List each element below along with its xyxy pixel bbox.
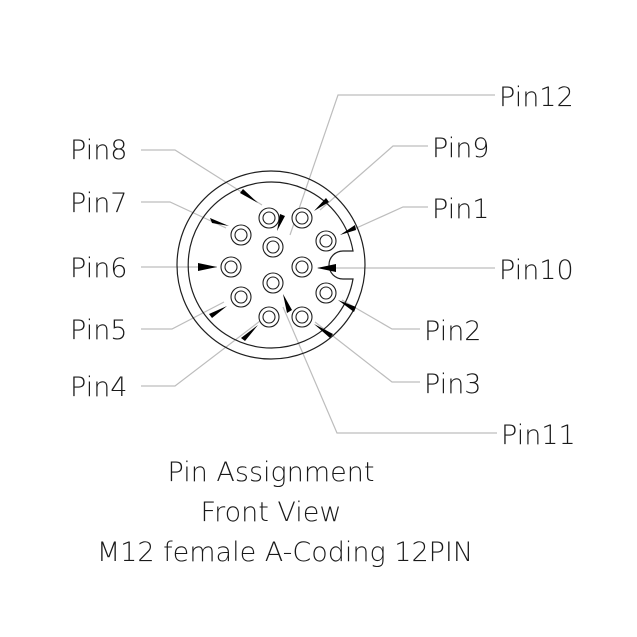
- label-pin10: Pin10: [499, 255, 574, 286]
- contact-pin9: [291, 207, 313, 229]
- pin-labels: Pin12 Pin9 Pin8 Pin1 Pin7 Pin6 Pin10 Pin…: [70, 82, 576, 451]
- leader-pin4: [141, 320, 261, 387]
- contact-pin10: [291, 256, 313, 278]
- leader-pin11: [282, 306, 497, 434]
- leader-pin7: [141, 201, 227, 229]
- diagram-caption: Pin Assignment Front View M12 female A-C…: [97, 457, 473, 568]
- label-pin4: Pin4: [70, 372, 127, 403]
- label-pin9: Pin9: [432, 133, 489, 164]
- leader-pin2: [341, 299, 420, 330]
- label-pin8: Pin8: [70, 135, 127, 166]
- contact-pin5: [230, 286, 252, 308]
- label-pin5: Pin5: [70, 315, 127, 346]
- pointer-arrows: [198, 189, 356, 341]
- caption-title: Pin Assignment: [168, 457, 375, 488]
- arrow-pin3: [314, 324, 333, 338]
- arrow-pin8: [240, 189, 258, 203]
- leader-lines: [141, 94, 497, 434]
- arrow-pin10: [317, 264, 336, 272]
- leader-pin1: [351, 206, 428, 231]
- caption-view: Front View: [201, 497, 342, 528]
- leader-pin9: [319, 145, 428, 211]
- arrow-pin11: [283, 294, 292, 313]
- label-pin2: Pin2: [424, 316, 481, 347]
- pin-contacts: [220, 207, 337, 328]
- leader-pin3: [314, 321, 420, 383]
- inner-insert-with-coding-key: [187, 181, 354, 349]
- contact-pin2: [315, 282, 337, 304]
- contact-pin3: [291, 306, 313, 328]
- label-pin1: Pin1: [432, 194, 489, 225]
- arrow-pin4: [241, 325, 258, 341]
- caption-connector-type: M12 female A-Coding 12PIN: [97, 537, 473, 568]
- arrow-pin5: [209, 306, 227, 318]
- arrow-pin9: [314, 198, 329, 211]
- contact-pin7: [230, 224, 252, 246]
- label-pin11: Pin11: [501, 420, 576, 451]
- arrow-pin6: [198, 263, 217, 271]
- contact-pin12: [262, 236, 284, 258]
- leader-pin8: [141, 149, 263, 206]
- arrow-pin12: [277, 214, 285, 231]
- contact-pin6: [220, 256, 242, 278]
- contact-pin1: [315, 230, 337, 252]
- arrow-pin2: [338, 300, 356, 312]
- leader-pin5: [141, 301, 225, 330]
- label-pin7: Pin7: [70, 188, 127, 219]
- contact-pin8: [258, 207, 280, 229]
- contact-pin11: [262, 272, 284, 294]
- outer-housing: [176, 170, 366, 360]
- arrow-pin7: [210, 218, 229, 226]
- arrow-pin1: [340, 225, 356, 235]
- label-pin6: Pin6: [70, 253, 127, 284]
- contact-pin4: [258, 306, 280, 328]
- leader-pin12: [289, 94, 495, 236]
- label-pin12: Pin12: [499, 82, 574, 113]
- label-pin3: Pin3: [424, 369, 481, 400]
- connector-body: [176, 170, 366, 360]
